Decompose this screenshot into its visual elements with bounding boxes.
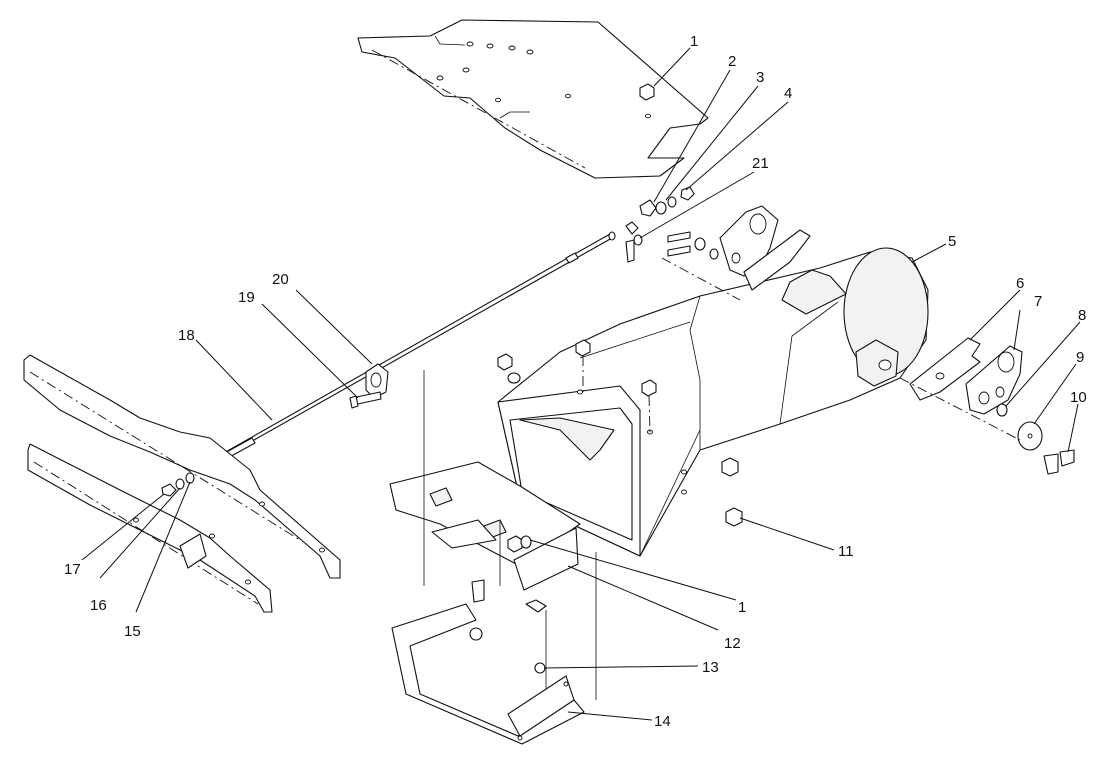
callout-21: 21 [752,155,769,172]
callout-13: 13 [702,659,719,676]
callout-17: 17 [64,561,81,578]
callout-1-top: 1 [690,33,698,50]
bottom-tray [391,603,585,745]
callout-15: 15 [124,623,141,640]
leader-lines [81,47,1081,721]
callout-1-bottom: 1 [738,599,746,616]
callout-4: 4 [784,85,792,102]
callout-14: 14 [654,713,671,730]
rod-clevis [349,363,389,409]
frame-rails [23,354,341,613]
callout-6: 6 [1016,275,1024,292]
top-hardware [625,83,695,263]
callout-10: 10 [1070,389,1087,406]
callout-11: 11 [838,543,854,560]
callout-7: 7 [1034,293,1042,310]
callout-18: 18 [178,327,195,344]
rail-hardware [161,472,195,497]
callout-12: 12 [724,635,741,652]
upper-right-bracket [661,205,811,301]
callout-19: 19 [238,289,255,306]
callout-20: 20 [272,271,289,288]
callout-16: 16 [90,597,107,614]
callout-5: 5 [948,233,956,250]
callout-8: 8 [1078,307,1086,324]
housing-nuts [497,339,743,527]
callout-labels: 1 2 3 4 21 5 6 7 8 9 10 11 1 12 13 14 20… [64,33,1087,730]
right-brackets [899,337,1075,475]
callout-3: 3 [756,69,764,86]
main-housing [497,247,929,557]
callout-9: 9 [1076,349,1084,366]
callout-2: 2 [728,53,736,70]
floor-plate [357,19,709,179]
lower-bracket [389,370,597,700]
